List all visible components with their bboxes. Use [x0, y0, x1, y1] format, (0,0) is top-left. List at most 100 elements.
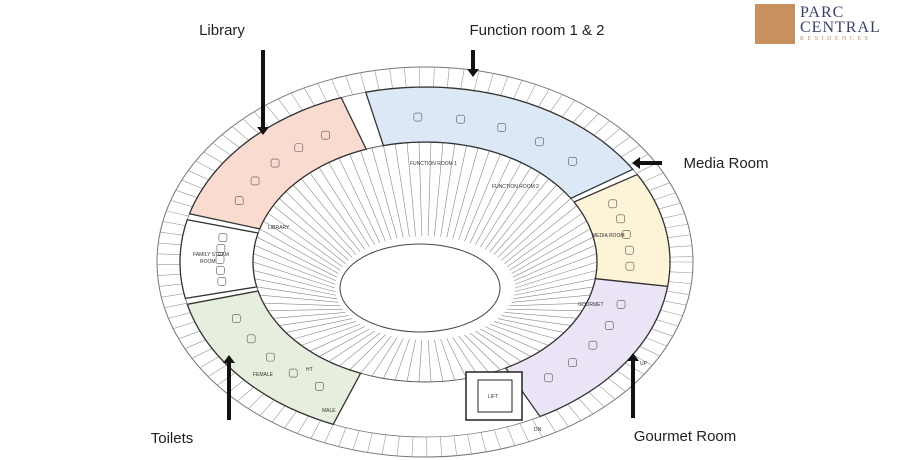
paver-line [181, 179, 203, 189]
paver-line [667, 234, 691, 238]
male-plan-label: MALE [322, 408, 336, 414]
seating-line [383, 145, 404, 238]
furniture-mark [294, 143, 304, 153]
paver-line [467, 434, 472, 455]
seating-line [507, 308, 583, 312]
seating-line [318, 328, 370, 357]
paver-line [203, 151, 224, 164]
seating-line [349, 154, 386, 242]
paver-line [608, 377, 626, 392]
paver-line [164, 302, 187, 309]
paver-line [173, 321, 195, 329]
seating-line [273, 312, 346, 319]
paver-line [446, 67, 450, 88]
paver-line [532, 419, 543, 438]
paver-line [473, 70, 480, 91]
gourmet-room-arrow [631, 358, 635, 418]
seating-line [493, 321, 557, 340]
furniture-mark [270, 158, 280, 168]
seating-line [497, 318, 565, 333]
seating-line [253, 270, 336, 292]
paver-line [561, 100, 576, 118]
seating-line [504, 312, 577, 319]
paver-line [567, 404, 582, 421]
furniture-mark [216, 266, 225, 275]
paver-line [440, 436, 443, 457]
paver-line [367, 432, 373, 453]
function-room [364, 86, 634, 200]
paver-line [359, 72, 367, 93]
paver-line [237, 386, 254, 402]
furniture-mark [231, 314, 241, 323]
library-arrow [261, 50, 265, 130]
seating-line [469, 332, 512, 367]
media-room-plan-label: MEDIA ROOM [592, 233, 625, 239]
seating-line [394, 339, 410, 381]
seating-line [446, 145, 467, 238]
logo-line-2: CENTRAL [800, 19, 881, 36]
paver-line [666, 290, 690, 295]
seating-line [514, 245, 596, 282]
paver-line [221, 134, 240, 148]
paver-line [665, 223, 688, 229]
paver-line [191, 348, 213, 359]
seating-line [252, 261, 336, 289]
arrowhead-icon [467, 69, 479, 77]
paver-line [588, 391, 605, 408]
arrowhead-icon [223, 355, 235, 363]
seating-line [394, 143, 410, 237]
seating-line [514, 278, 596, 296]
seating-line [254, 278, 336, 296]
paver-line [168, 312, 191, 319]
seating-line [427, 142, 432, 237]
family-steam-room [179, 218, 259, 300]
furniture-mark [588, 340, 598, 350]
seating-line [418, 142, 423, 237]
paver-line [519, 423, 530, 442]
paver-line [632, 354, 653, 366]
paver-line [184, 339, 206, 349]
gourmet-room-callout-label: Gourmet Room [633, 428, 737, 445]
library-callout: Library [157, 10, 287, 50]
paver-line [166, 210, 189, 217]
furniture-mark [218, 233, 228, 242]
furniture-mark [625, 261, 635, 271]
paver-line [374, 70, 380, 91]
paver-line [493, 429, 501, 450]
function-room-2-plan-label: FUNCTION ROOM 2 [492, 184, 539, 190]
furniture-mark [250, 176, 260, 186]
furniture-mark [217, 277, 227, 286]
paver-line [433, 67, 435, 88]
seating-line [318, 167, 370, 248]
paver-line [642, 172, 664, 183]
seating-line [475, 162, 522, 246]
paver-line [178, 330, 200, 340]
paver-line [525, 84, 536, 103]
rooms [179, 86, 671, 426]
seating-line [507, 212, 583, 268]
seating-line [469, 157, 512, 244]
seating-line [254, 245, 336, 282]
paver-line [175, 189, 198, 198]
paver-line [188, 170, 209, 181]
media-room-callout-label: Media Room [683, 154, 769, 172]
furniture-mark [215, 255, 225, 264]
seating-line [418, 339, 423, 382]
paver-line [658, 202, 681, 210]
paver-line [396, 436, 400, 456]
furniture-mark [621, 230, 631, 239]
toilets-callout: Toilets [108, 420, 236, 456]
seating-line [309, 326, 365, 352]
function-room-arrow [471, 50, 475, 72]
seating-line [427, 339, 432, 382]
seating-line [489, 323, 549, 346]
seating-line [349, 334, 386, 371]
seating-line [440, 143, 456, 237]
seating-line [285, 318, 353, 333]
seating-line [509, 302, 587, 307]
furniture-mark [216, 244, 226, 253]
seating-line [514, 253, 597, 285]
seating-line [263, 302, 341, 307]
paver-line [217, 372, 236, 386]
